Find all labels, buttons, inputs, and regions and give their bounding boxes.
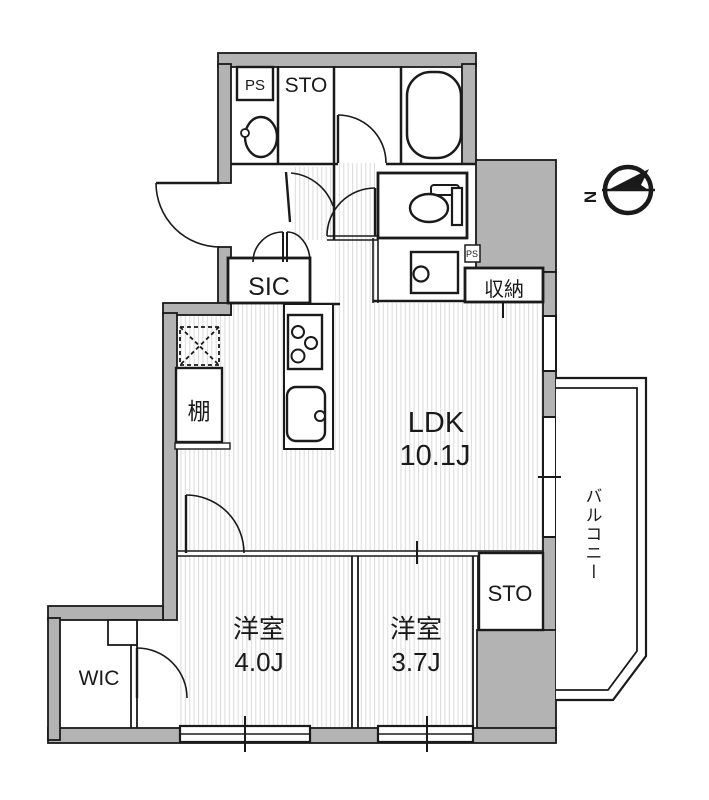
hall-floor xyxy=(292,167,335,240)
sic-door-arc-right xyxy=(286,231,311,263)
shelf-box xyxy=(174,366,224,444)
north-arrow xyxy=(606,169,650,191)
label-bedroom-sw-name: 洋室 xyxy=(233,614,285,644)
sic-box xyxy=(226,256,312,305)
bedroom-se-floor xyxy=(358,556,473,728)
label-closet: 収納 xyxy=(484,278,524,301)
se-service-block xyxy=(476,629,557,741)
label-bedroom-se-name: 洋室 xyxy=(390,614,442,644)
label-wic: WIC xyxy=(79,667,120,690)
bedroom-sw-floor xyxy=(177,556,352,728)
storage-bottom-box xyxy=(477,551,545,632)
refrigerator-space-icon xyxy=(179,326,220,366)
label-bedroom-sw-size: 4.0J xyxy=(234,647,283,677)
shelf-ledge xyxy=(174,442,231,450)
ne-service-block xyxy=(475,159,557,273)
label-sic: SIC xyxy=(248,273,290,301)
pipe-space-top-box xyxy=(235,65,275,102)
wic-pillar-notch xyxy=(107,619,138,646)
drain-icon xyxy=(412,265,430,283)
label-balcony: バルコニー xyxy=(583,487,602,582)
hall-door-arc xyxy=(290,172,334,207)
ldk-door-arc xyxy=(326,187,376,237)
toilet-tank-icon xyxy=(450,186,464,227)
toilet xyxy=(408,184,464,227)
bathroom xyxy=(405,70,463,160)
closet-box xyxy=(463,266,545,304)
ldk-floor xyxy=(177,303,543,551)
washbasin-icon xyxy=(243,115,279,159)
window-ldk-east xyxy=(542,315,557,372)
bathroom-door-arc xyxy=(337,114,387,164)
balcony-outline xyxy=(556,376,648,702)
label-north: N xyxy=(581,191,600,203)
label-ldk-name: LDK xyxy=(408,407,465,439)
tick-marks xyxy=(244,302,561,752)
label-shelf: 棚 xyxy=(188,398,211,424)
kitchen xyxy=(283,303,334,450)
label-ldk-size: 10.1J xyxy=(400,440,471,472)
hall-door-leaf xyxy=(284,171,292,223)
bedroom-sw-door-arc xyxy=(185,494,245,554)
laundry xyxy=(409,250,460,295)
label-ps-mid: PS xyxy=(466,249,478,259)
doors xyxy=(135,114,387,699)
entrance-door-arc xyxy=(155,182,221,248)
compass-north-icon: N xyxy=(581,164,655,216)
label-sto-top: STO xyxy=(285,74,328,97)
faucet-icon xyxy=(314,410,326,422)
label-bedroom-se-size: 3.7J xyxy=(391,647,440,677)
pipe-space-mid-box xyxy=(464,244,481,263)
floor-areas xyxy=(177,163,543,728)
toilet-bowl-icon xyxy=(408,192,450,224)
label-ps-top: PS xyxy=(245,77,265,94)
sic-door-arc-left xyxy=(252,231,284,263)
room-labels: PS STO SIC 収納 PS LDK 10.1J 棚 バルコニー STO 洋… xyxy=(79,74,602,690)
bathtub-icon xyxy=(405,70,463,160)
label-sto-bottom: STO xyxy=(488,581,533,606)
wic-door-arc xyxy=(136,647,188,699)
washbasin xyxy=(240,115,279,159)
ldk-storage xyxy=(174,326,231,450)
